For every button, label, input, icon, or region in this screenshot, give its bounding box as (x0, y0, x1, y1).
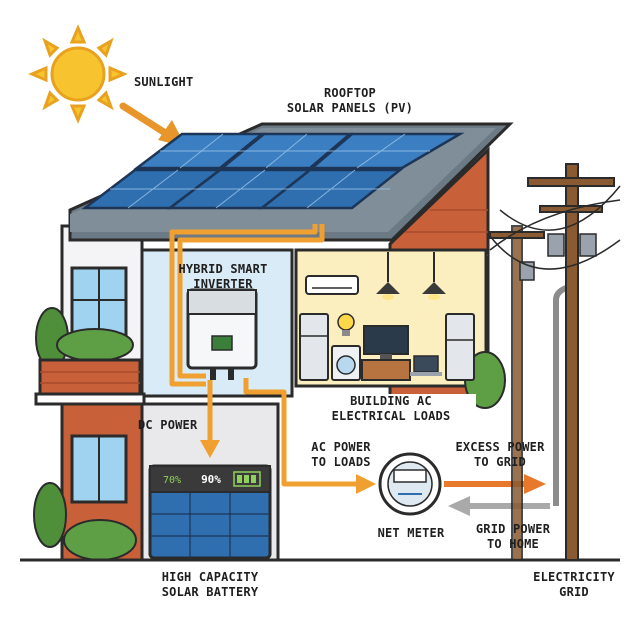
sun-icon (28, 24, 128, 124)
upper-window (70, 266, 128, 340)
lower-window (70, 434, 128, 504)
net-meter-icon (378, 452, 442, 516)
battery-cell1-readout: 70% (163, 475, 181, 486)
washing-machine-icon (331, 345, 361, 381)
utility-pole-icon (489, 163, 621, 561)
net-meter-label: NET METER (377, 526, 445, 540)
ceiling-lamp-icon (376, 252, 446, 300)
dc-power-label: DC POWER (138, 418, 198, 432)
laptop-icon (410, 355, 442, 376)
television-icon (361, 325, 411, 381)
battery-cell2-readout: 90% (201, 473, 221, 486)
hybrid-inverter-icon (186, 288, 258, 380)
tall-fridge-icon (445, 313, 475, 381)
ac-power-arrow (243, 378, 376, 494)
solar-battery-icon (148, 464, 272, 560)
balcony-planter (34, 307, 146, 406)
grid-cable (553, 285, 568, 506)
refrigerator-icon (299, 313, 329, 381)
air-conditioner-icon (305, 275, 359, 295)
dc-power-arrow (200, 380, 220, 458)
excess-power-arrow (444, 474, 546, 494)
light-bulb-icon (337, 313, 355, 336)
sunlight-label: SUNLIGHT (134, 75, 194, 89)
dc-cable (169, 224, 325, 387)
grid-power-arrow (448, 496, 550, 516)
